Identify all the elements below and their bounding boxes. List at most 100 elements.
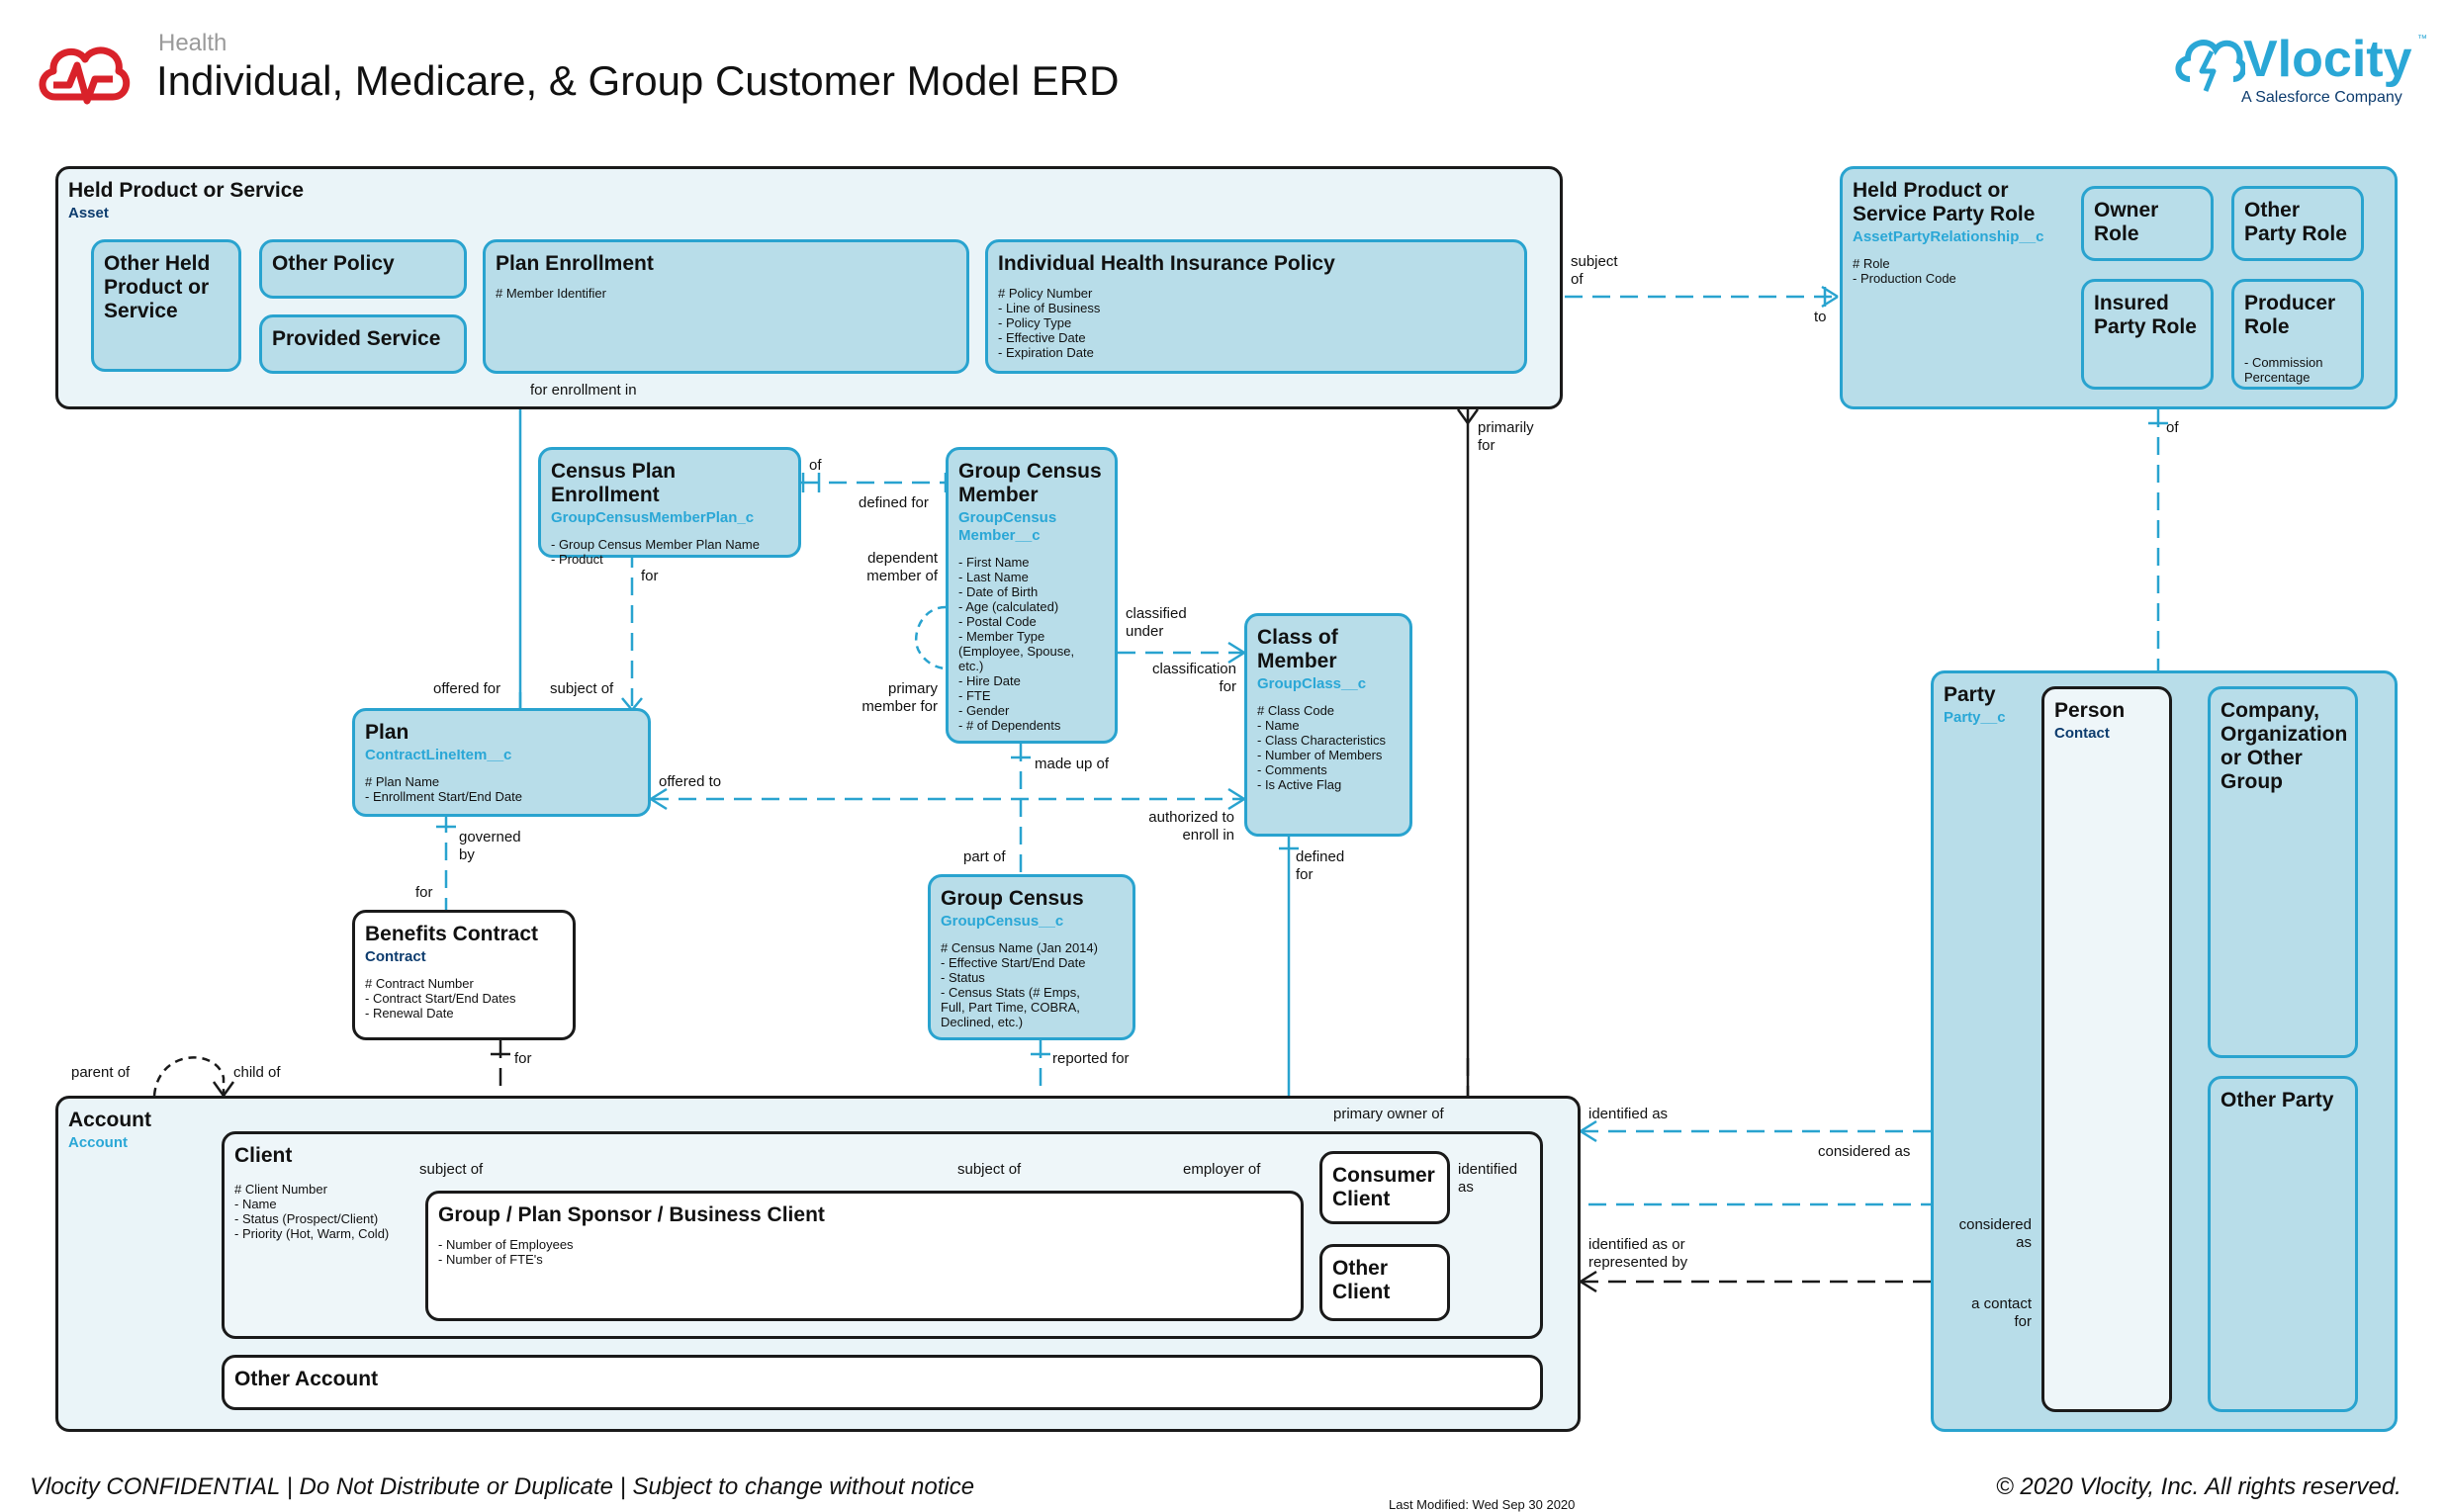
vlocity-cloud-icon bbox=[2175, 40, 2245, 92]
entity-class-of-member[interactable]: Class of Member GroupClass__c # Class Co… bbox=[1244, 613, 1412, 837]
entity-title: Client bbox=[234, 1144, 293, 1167]
entity-attributes: # Census Name (Jan 2014) - Effective Sta… bbox=[941, 940, 1098, 1029]
entity-title: Group Census Member bbox=[958, 460, 1102, 506]
entity-other-party-role[interactable]: Other Party Role bbox=[2231, 186, 2364, 261]
entity-api-name: Contract bbox=[365, 948, 426, 965]
entity-title: Plan bbox=[365, 721, 409, 744]
entity-api-name: GroupCensus__c bbox=[941, 913, 1064, 930]
entity-title: Class of Member bbox=[1257, 626, 1338, 672]
entity-person[interactable]: Person Contact bbox=[2041, 686, 2172, 1412]
entity-title: Group / Plan Sponsor / Business Client bbox=[438, 1203, 825, 1226]
entity-group-census-member[interactable]: Group Census Member GroupCensus Member__… bbox=[946, 447, 1118, 744]
entity-individual-health-policy[interactable]: Individual Health Insurance Policy # Pol… bbox=[985, 239, 1527, 374]
rel-label-subject-of-client: subject of bbox=[419, 1161, 484, 1178]
rel-label-defined-for: defined for bbox=[859, 494, 929, 511]
entity-title: Held Product or Service bbox=[68, 179, 305, 202]
rel-label-employer-of: employer of bbox=[1183, 1161, 1261, 1178]
rel-label-made-up-of: made up of bbox=[1035, 756, 1110, 772]
entity-title: Other Held Product or Service bbox=[104, 252, 211, 322]
rel-label-for-enrollment-in: for enrollment in bbox=[530, 382, 637, 399]
entity-plan[interactable]: Plan ContractLineItem__c # Plan Name - E… bbox=[352, 708, 651, 817]
rel-label-dependent-member-of: dependent member of bbox=[866, 550, 938, 584]
entity-other-client[interactable]: Other Client bbox=[1319, 1244, 1450, 1321]
rel-label-governed-by: governed by bbox=[459, 829, 521, 863]
entity-title: Account bbox=[68, 1109, 151, 1131]
entity-title: Provided Service bbox=[272, 327, 441, 350]
rel-label-identified-as-consumer: identified as bbox=[1458, 1161, 1518, 1196]
entity-attributes: - Group Census Member Plan Name - Produc… bbox=[551, 537, 760, 567]
entity-title: Insured Party Role bbox=[2094, 292, 2197, 338]
entity-attributes: # Class Code - Name - Class Characterist… bbox=[1257, 703, 1387, 792]
entity-api-name: GroupClass__c bbox=[1257, 675, 1367, 692]
header-section: Health bbox=[158, 30, 227, 56]
footer-last-modified: Last Modified: Wed Sep 30 2020 bbox=[1389, 1497, 1576, 1512]
entity-title: Other Party bbox=[2220, 1089, 2334, 1112]
cloud-heartbeat-icon bbox=[39, 46, 131, 105]
entity-title: Individual Health Insurance Policy bbox=[998, 252, 1335, 275]
rel-label-classification-for: classification for bbox=[1151, 661, 1236, 695]
rel-label-authorized-to-enroll: authorized to enroll in bbox=[1148, 809, 1234, 844]
health-cloud-logo bbox=[34, 36, 133, 115]
entity-attributes: # Contract Number - Contract Start/End D… bbox=[365, 976, 516, 1021]
rel-label-of-census: of bbox=[809, 457, 822, 474]
rel-label-subject-of: subject of bbox=[1571, 253, 1618, 288]
rel-label-primary-owner-of: primary owner of bbox=[1333, 1106, 1444, 1122]
entity-other-account[interactable]: Other Account bbox=[222, 1355, 1543, 1410]
entity-benefits-contract[interactable]: Benefits Contract Contract # Contract Nu… bbox=[352, 910, 576, 1040]
entity-title: Producer Role bbox=[2244, 292, 2336, 338]
entity-attributes: # Plan Name - Enrollment Start/End Date bbox=[365, 774, 522, 804]
entity-title: Held Product or Service Party Role bbox=[1853, 179, 2036, 225]
vlocity-logo: Vlocity ™ A Salesforce Company bbox=[2172, 31, 2429, 115]
vlocity-logo-word: Vlocity bbox=[2243, 31, 2412, 88]
rel-label-to: to bbox=[1814, 309, 1827, 325]
rel-label-part-of: part of bbox=[963, 848, 1006, 865]
rel-label-identified-or-represented: identified as or represented by bbox=[1588, 1236, 1688, 1271]
rel-label-offered-to: offered to bbox=[659, 773, 722, 790]
rel-label-child-of: child of bbox=[233, 1064, 281, 1081]
entity-title: Plan Enrollment bbox=[496, 252, 654, 275]
entity-attributes: - Number of Employees - Number of FTE's bbox=[438, 1237, 574, 1267]
entity-title: Other Party Role bbox=[2244, 199, 2347, 245]
entity-other-policy[interactable]: Other Policy bbox=[259, 239, 467, 299]
rel-label-considered-as: considered as bbox=[1818, 1143, 1911, 1160]
page-title: Individual, Medicare, & Group Customer M… bbox=[156, 57, 1120, 104]
entity-owner-role[interactable]: Owner Role bbox=[2081, 186, 2214, 261]
rel-label-parent-of: parent of bbox=[71, 1064, 131, 1081]
rel-label-reported-for: reported for bbox=[1052, 1050, 1130, 1067]
entity-group-plan-sponsor[interactable]: Group / Plan Sponsor / Business Client -… bbox=[425, 1191, 1304, 1321]
entity-title: Other Policy bbox=[272, 252, 395, 275]
entity-title: Owner Role bbox=[2094, 199, 2159, 245]
entity-title: Other Client bbox=[1332, 1257, 1391, 1303]
entity-api-name: Asset bbox=[68, 205, 109, 222]
rel-label-subject-of-plan: subject of bbox=[550, 680, 614, 697]
rel-label-offered-for: offered for bbox=[433, 680, 501, 697]
rel-label-primarily-for: primarily for bbox=[1478, 419, 1534, 454]
rel-label-primary-member-for: primary member for bbox=[861, 680, 938, 715]
entity-company-organization[interactable]: Company, Organization or Other Group bbox=[2208, 686, 2358, 1058]
entity-title: Consumer Client bbox=[1332, 1164, 1435, 1210]
footer-confidential: Vlocity CONFIDENTIAL | Do Not Distribute… bbox=[30, 1473, 975, 1500]
footer-copyright: © 2020 Vlocity, Inc. All rights reserved… bbox=[1996, 1473, 2402, 1500]
entity-title: Census Plan Enrollment bbox=[551, 460, 677, 506]
entity-title: Company, Organization or Other Group bbox=[2220, 699, 2348, 793]
entity-attributes: # Policy Number - Line of Business - Pol… bbox=[998, 286, 1101, 360]
entity-api-name: GroupCensus Member__c bbox=[958, 509, 1057, 544]
entity-attributes: # Role - Production Code bbox=[1853, 256, 1956, 286]
rel-label-of-role: of bbox=[2166, 419, 2179, 436]
entity-producer-role[interactable]: Producer Role - Commission Percentage bbox=[2231, 279, 2364, 390]
entity-title: Benefits Contract bbox=[365, 923, 539, 945]
rel-label-a-contact-for: a contact for bbox=[1971, 1295, 2032, 1330]
entity-plan-enrollment[interactable]: Plan Enrollment # Member Identifier bbox=[483, 239, 969, 374]
rel-label-considered-as-person: considered as bbox=[1958, 1216, 2032, 1251]
entity-consumer-client[interactable]: Consumer Client bbox=[1319, 1151, 1450, 1224]
entity-api-name: Account bbox=[68, 1134, 128, 1151]
entity-api-name: Party__c bbox=[1944, 709, 2006, 726]
entity-title: Party bbox=[1944, 683, 1996, 706]
entity-provided-service[interactable]: Provided Service bbox=[259, 314, 467, 374]
entity-census-plan-enrollment[interactable]: Census Plan Enrollment GroupCensusMember… bbox=[538, 447, 801, 567]
entity-other-held-product[interactable]: Other Held Product or Service bbox=[91, 239, 241, 372]
entity-api-name: ContractLineItem__c bbox=[365, 747, 512, 763]
entity-insured-party-role[interactable]: Insured Party Role bbox=[2081, 279, 2214, 390]
entity-other-party[interactable]: Other Party bbox=[2208, 1076, 2358, 1412]
entity-group-census[interactable]: Group Census GroupCensus__c # Census Nam… bbox=[928, 874, 1135, 1040]
